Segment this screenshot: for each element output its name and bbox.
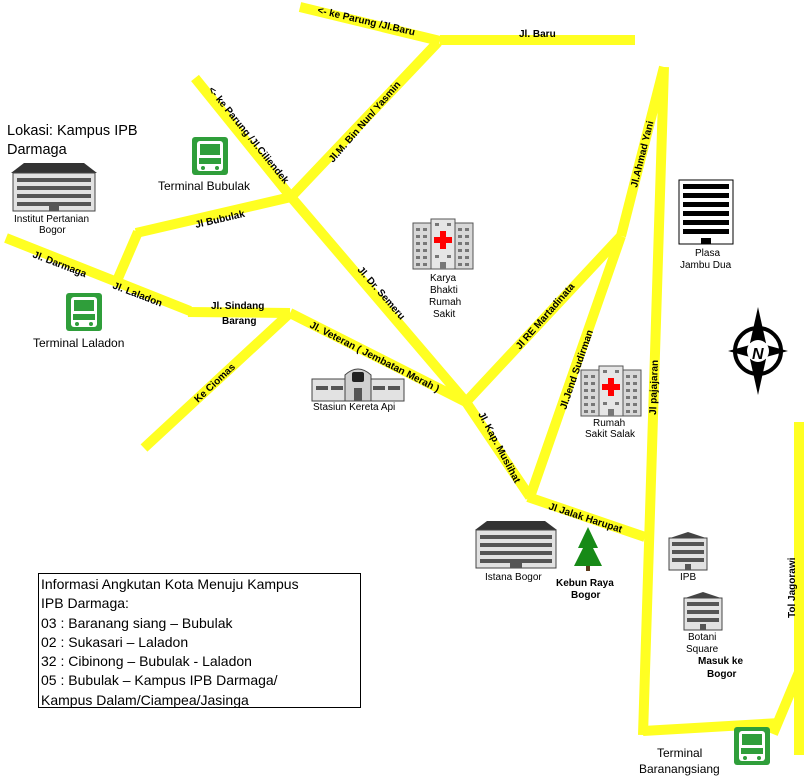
salak-label-2: Sakit Salak xyxy=(585,429,636,440)
label-pajajaran: Jl pajajaran xyxy=(648,360,661,415)
bus-icon xyxy=(192,137,228,175)
terminal-bar-label-2: Baranangsiang xyxy=(639,762,720,776)
bus-icon xyxy=(66,293,102,331)
hospital-icon xyxy=(580,365,642,417)
road-dr-semeru xyxy=(287,193,470,406)
label-jl-baru: Jl. Baru xyxy=(519,29,556,40)
road-tol-exit xyxy=(768,670,804,736)
istana-label: Istana Bogor xyxy=(485,572,542,583)
botani-square: Botani Square xyxy=(683,591,723,655)
info-route: 05 : Bubulak – Kampus IPB Darmaga/ xyxy=(41,672,278,689)
road-jend-sudirman xyxy=(525,234,626,499)
compass-north-label: N xyxy=(752,346,764,363)
road-re-martadinata xyxy=(462,232,625,406)
karya-label-3: Rumah xyxy=(429,297,461,308)
road-ahmad-yani xyxy=(616,65,669,238)
label-tol-jagorawi: Tol Jagorawi xyxy=(787,557,798,618)
label-jalak-harupat: Jl Jalak Harupat xyxy=(547,501,624,535)
terminal-baranangsiang: Terminal Baranangsiang xyxy=(639,727,770,776)
karya-label-4: Sakit xyxy=(433,309,455,320)
institut-label-1: Institut Pertanian xyxy=(14,214,89,225)
kebun-label-1: Kebun Raya xyxy=(556,578,614,589)
label-ahmad-yani: Jl.Ahmad Yani xyxy=(629,120,656,189)
road-jalak-harupat xyxy=(526,492,647,542)
botani-label-1: Botani xyxy=(688,632,716,643)
institut-label-2: Bogor xyxy=(39,225,66,236)
kebun-label-2: Bogor xyxy=(571,590,601,601)
hospital-icon xyxy=(412,218,474,270)
road-darmaga xyxy=(4,233,192,316)
label-sindang-1: Jl. Sindang xyxy=(211,301,264,312)
karya-label-2: Bhakti xyxy=(430,285,458,296)
road-ke-ciomas xyxy=(140,309,294,452)
info-box: Informasi Angkutan Kota Menuju Kampus IP… xyxy=(38,573,361,708)
compass-icon: N xyxy=(728,307,788,395)
label-bin-nun: Jl.M. Bin Nun/ Yasmin xyxy=(327,79,403,165)
ipb-label: IPB xyxy=(680,572,696,583)
rs-salak: Rumah Sakit Salak xyxy=(580,365,642,440)
karya-label-1: Karya xyxy=(430,273,457,284)
road-veteran xyxy=(287,308,469,407)
road-pajajaran-south xyxy=(642,718,781,736)
building-icon xyxy=(11,163,97,212)
info-title-2: IPB Darmaga: xyxy=(41,595,129,612)
road-kap-muslihat xyxy=(461,399,535,500)
plasa-jambu-dua: Plasa Jambu Dua xyxy=(678,179,734,271)
label-masuk-bogor-1: Masuk ke xyxy=(698,656,743,667)
rs-karya-bhakti: Karya Bhakti Rumah Sakit xyxy=(412,218,474,320)
label-masuk-bogor-2: Bogor xyxy=(707,669,737,680)
road-sindang-barang xyxy=(187,307,291,318)
building-icon xyxy=(683,591,723,631)
terminal-laladon: Terminal Laladon xyxy=(33,293,124,350)
roads xyxy=(4,2,804,755)
building-icon xyxy=(678,179,734,245)
terminal-bar-label-1: Terminal xyxy=(657,746,702,760)
ipb: IPB xyxy=(668,531,708,583)
train-station-icon xyxy=(311,368,405,402)
stasiun-label: Stasiun Kereta Api xyxy=(313,402,395,413)
stasiun-kereta-api: Stasiun Kereta Api xyxy=(311,368,405,413)
label-ke-parung-baru: <- ke Parung /Jl.Baru xyxy=(316,5,416,38)
plasa-label-1: Plasa xyxy=(695,248,720,259)
location-title: Lokasi: Kampus IPB Darmaga xyxy=(7,123,138,158)
road-ke-parung-baru xyxy=(298,2,442,46)
road-ke-parung-ciliendek xyxy=(191,74,295,201)
botani-label-2: Square xyxy=(686,644,719,655)
info-title-1: Informasi Angkutan Kota Menuju Kampus xyxy=(41,576,299,592)
palace-icon xyxy=(475,521,557,569)
road-bubulak-link xyxy=(111,230,143,285)
info-route: Kampus Dalam/Ciampea/Jasinga xyxy=(41,691,249,708)
label-ke-ciomas: Ke Ciomas xyxy=(193,362,239,406)
kebun-raya-bogor: Kebun Raya Bogor xyxy=(556,527,614,601)
salak-label-1: Rumah xyxy=(593,418,625,429)
label-dr-semeru: Jl. Dr. Semeru xyxy=(355,265,407,323)
road-pajajaran xyxy=(638,66,669,736)
info-route: 32 : Cibinong – Bubulak - Laladon xyxy=(41,653,252,670)
road-bubulak xyxy=(134,192,293,238)
bus-icon xyxy=(734,727,770,765)
istana-bogor: Istana Bogor xyxy=(475,521,557,583)
label-re-martadinata: Jl RE Martadinata xyxy=(514,281,578,352)
info-route: 02 : Sukasari – Laladon xyxy=(41,633,189,650)
building-icon xyxy=(668,531,708,571)
label-kap-muslihat: Jl. Kap. Muslihat xyxy=(475,410,522,485)
institut-pertanian-bogor: Institut Pertanian Bogor xyxy=(11,163,97,236)
tree-icon xyxy=(574,527,602,571)
terminal-laladon-label: Terminal Laladon xyxy=(33,336,124,350)
terminal-bubulak: Terminal Bubulak xyxy=(158,137,251,193)
terminal-bubulak-label: Terminal Bubulak xyxy=(158,179,251,193)
plasa-label-2: Jambu Dua xyxy=(680,260,732,271)
info-route: 03 : Baranang siang – Bubulak xyxy=(41,614,233,631)
road-bin-nun xyxy=(287,38,442,201)
label-sindang-2: Barang xyxy=(222,316,256,327)
